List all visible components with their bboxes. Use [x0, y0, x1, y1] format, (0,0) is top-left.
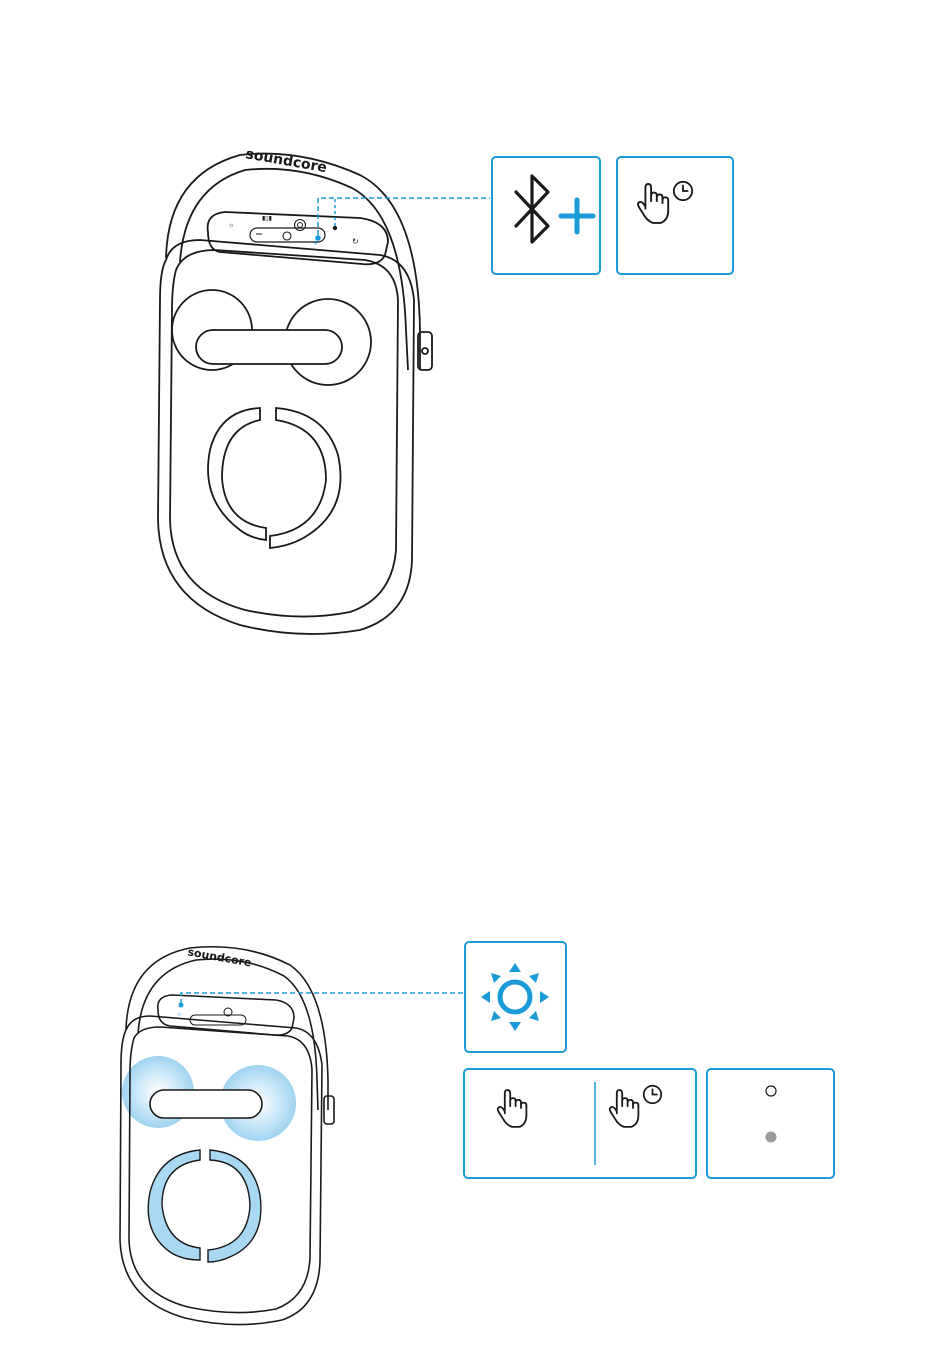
light-button-callout [465, 942, 566, 1052]
bluetooth-button [333, 226, 337, 230]
callout-line-light [181, 993, 463, 1004]
speaker-illustration-bottom: ☼ [120, 947, 334, 1325]
led-indicator-box [707, 1069, 834, 1178]
speaker-front-panel [170, 250, 398, 617]
svg-text:☼: ☼ [228, 222, 234, 229]
speaker-body [158, 240, 414, 634]
svg-text:☼: ☼ [176, 1011, 182, 1018]
led-on-icon [766, 1132, 777, 1143]
ring-right-glow [208, 1150, 261, 1262]
power-button [295, 220, 306, 231]
ring-left-arc [208, 408, 266, 540]
press-hold-action-box [617, 157, 733, 274]
light-bar [196, 330, 342, 364]
play-button [283, 232, 291, 240]
ring-left-glow [148, 1150, 200, 1260]
ring-right-arc [270, 408, 341, 548]
svg-text:▮▯▮: ▮▯▮ [262, 215, 272, 222]
callout-anchor-dot [315, 235, 321, 241]
bluetooth-plus-callout [492, 157, 600, 274]
speaker-illustration-top: ▮▯▮ ☼ ↻ + [158, 154, 432, 634]
led-off-icon [766, 1086, 776, 1096]
svg-text:↻: ↻ [352, 237, 359, 246]
brand-logo: soundcore [244, 146, 328, 176]
light-bar-2 [150, 1090, 262, 1118]
light-actions-box [464, 1069, 696, 1178]
